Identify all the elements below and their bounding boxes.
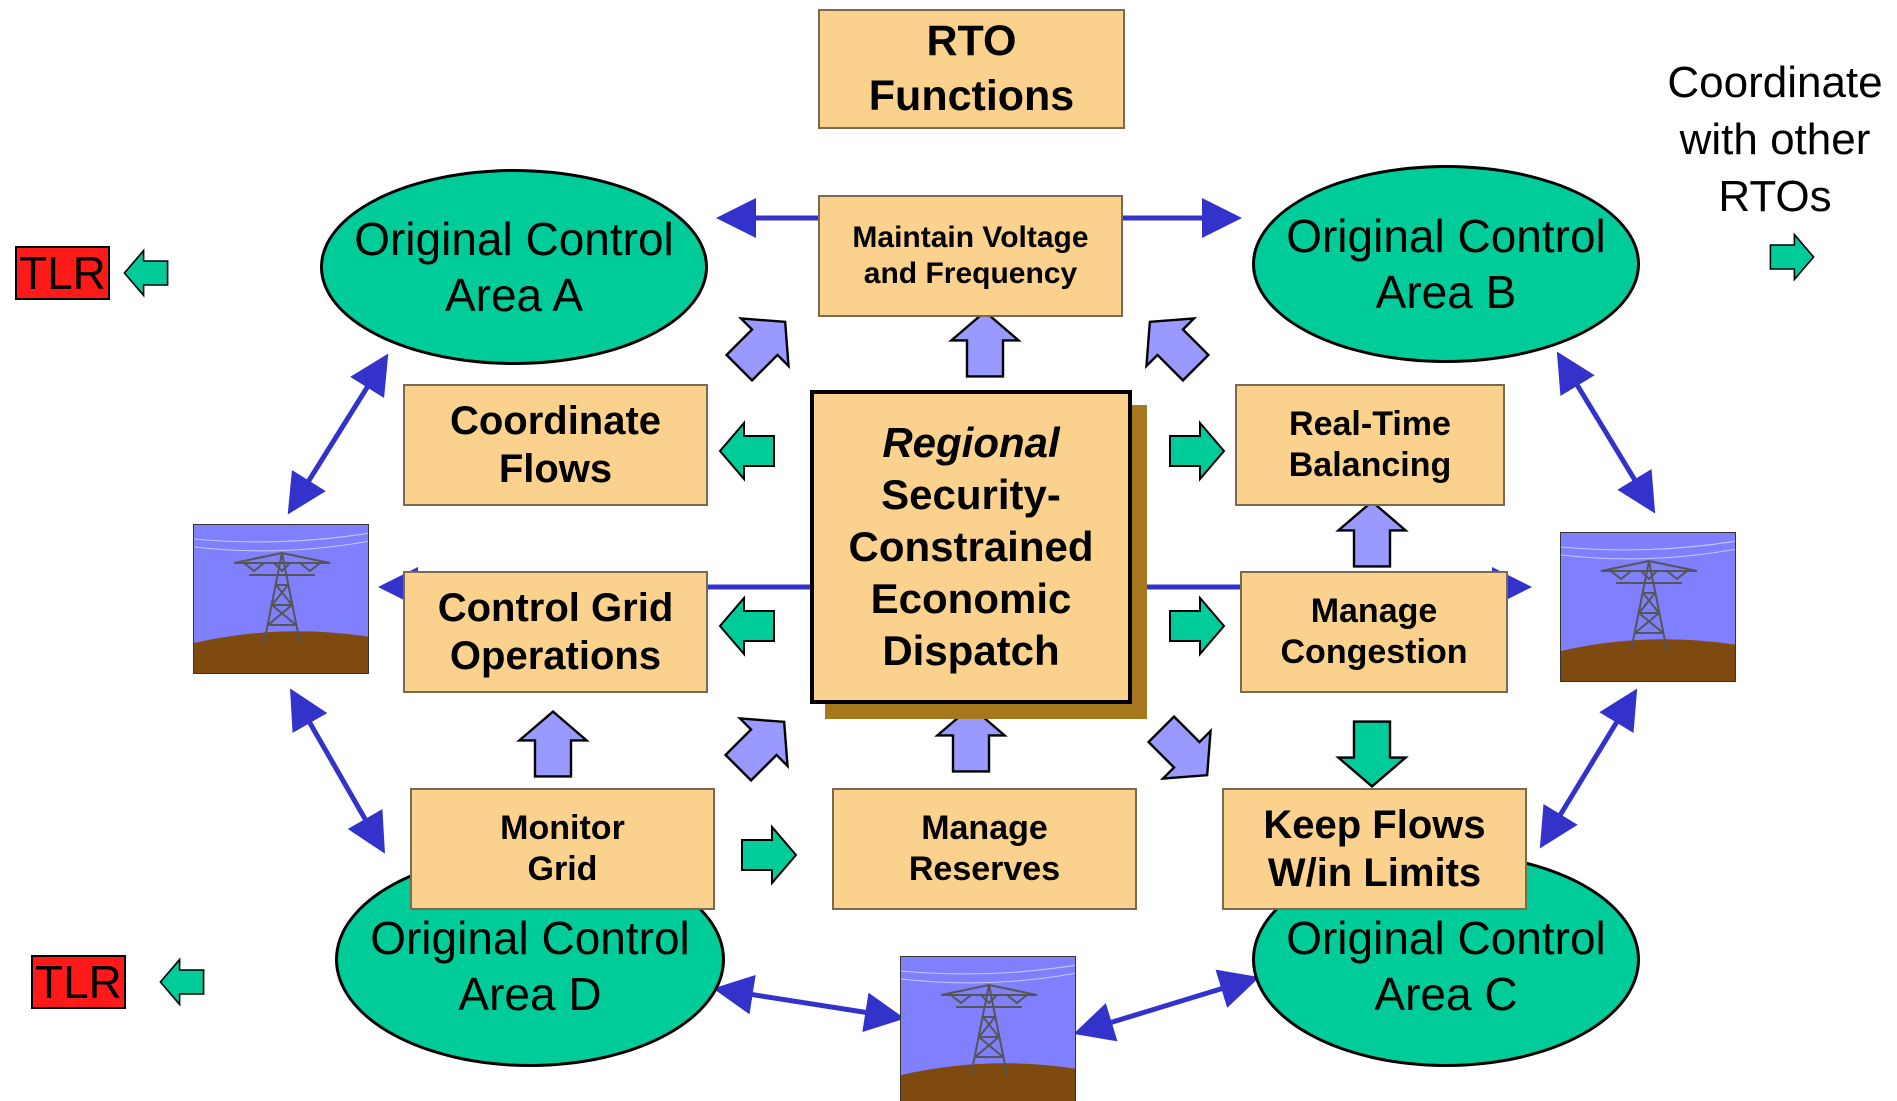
arrow-monitor-to-control (518, 710, 588, 778)
coordinate-other-rtos-label: Coordinate with other RTOs (1667, 58, 1883, 222)
real-time-balancing-box: Real-Time Balancing (1235, 384, 1505, 506)
control-grid-operations-box: Control Grid Operations (403, 571, 708, 693)
manage-reserves-box: Manage Reserves (832, 788, 1137, 910)
arrow-to-other-rtos (1769, 233, 1815, 281)
arrow-center-to-balancing (1169, 422, 1225, 480)
transmission-tower-icon (900, 956, 1076, 1101)
transmission-tower-icon (193, 524, 369, 674)
connector-right-tower-to-c (1539, 688, 1638, 849)
arrow-congestion-to-balancing (1337, 500, 1407, 568)
connector-b-to-right-tower (1556, 351, 1656, 514)
arrow-center-to-congestion (1169, 597, 1225, 655)
connector-d-to-bottom-tower (713, 974, 905, 1033)
maintain-voltage-frequency-box: Maintain Voltage and Frequency (818, 195, 1123, 317)
arrow-to-tlr-top (123, 249, 169, 297)
regional-dispatch-box: Regional Security- Constrained Economic … (810, 390, 1132, 704)
transmission-tower-icon (1560, 532, 1736, 682)
connector-left-tower-to-d (290, 688, 385, 854)
arrow-center-to-control (719, 597, 775, 655)
arrow-congestion-to-keepflows (1337, 720, 1407, 788)
coordinate-flows-box: Coordinate Flows (403, 384, 708, 506)
arrow-monitor-to-reserves (741, 826, 797, 884)
center-italic-line: Regional (882, 418, 1060, 466)
arrow-to-voltage-left (714, 296, 811, 393)
keep-flows-within-limits-box: Keep Flows W/in Limits (1222, 788, 1527, 910)
arrow-to-tlr-bottom (159, 958, 205, 1006)
center-remaining-lines: Security- Constrained Economic Dispatch (848, 470, 1094, 675)
arrow-to-voltage-up (950, 310, 1020, 378)
manage-congestion-box: Manage Congestion (1240, 571, 1508, 693)
connector-bottom-tower-to-c (1073, 969, 1260, 1042)
diagram-title: RTO Functions (818, 9, 1125, 129)
arrow-center-to-coordinate (719, 422, 775, 480)
control-area-b: Original Control Area B (1252, 165, 1640, 363)
tlr-badge-bottom: TLR (31, 955, 126, 1009)
control-area-a: Original Control Area A (320, 169, 708, 365)
connector-a-to-left-tower (287, 353, 389, 515)
arrow-monitor-to-center (713, 696, 810, 793)
monitor-grid-box: Monitor Grid (410, 788, 715, 910)
arrow-to-voltage-right (1124, 296, 1221, 393)
arrow-center-to-keepflows (1136, 704, 1233, 801)
tlr-badge-top: TLR (15, 246, 110, 300)
